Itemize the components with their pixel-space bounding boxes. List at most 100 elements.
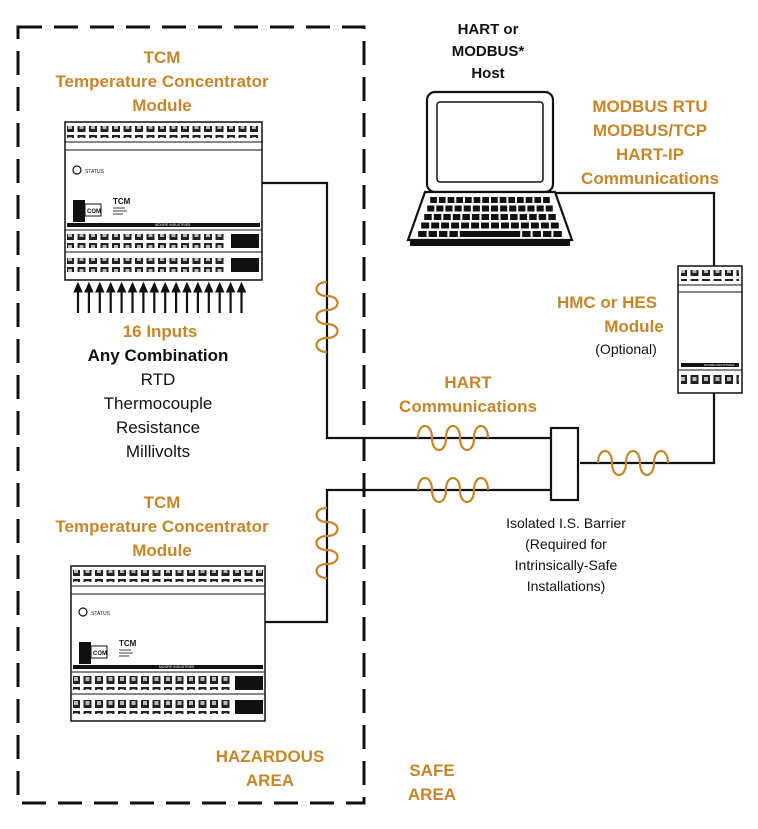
keyboard-key [500,214,508,220]
keyboard-key [447,197,455,203]
keyboard-key [461,222,470,229]
keyboard-key [456,197,463,203]
tcm-top-title-3: Module [132,96,192,115]
status-led-icon [78,607,88,617]
tcm-top-title-2: Temperature Concentrator [55,72,269,91]
keyboard-key [451,222,460,229]
keyboard-key [471,214,480,220]
protocol-label-1: MODBUS RTU [592,97,707,116]
hart-signal-waves [315,280,670,580]
keyboard-key [481,205,489,212]
hart-label-2: Communications [399,397,537,416]
status-label: STATUS [85,169,105,175]
keyboard-key [441,222,450,229]
keyboard-key [481,222,489,229]
hmc-module: MOORE INDUSTRIES [677,265,743,394]
brand-label: MOORE INDUSTRIES [704,363,734,367]
keyboard-key [431,222,440,229]
tcm-bottom-title-2: Temperature Concentrator [55,517,269,536]
hazardous-area-label-2: AREA [246,771,294,790]
tcm-bottom-title-1: TCM [144,493,181,512]
input-arrow-head [236,281,247,293]
protocol-label-3: HART-IP [616,145,684,164]
brand-label: MOORE INDUSTRIES [159,665,195,669]
tcm-bottom-title-3: Module [132,541,192,560]
keyboard-key [538,214,547,220]
keyboard-key [510,222,519,229]
keyboard-key [500,205,508,212]
input-arrow-head [127,281,138,293]
keyboard-key [452,214,461,220]
keyboard-spacebar [459,231,521,237]
input-arrow-head [214,281,225,293]
keyboard-key [553,231,562,237]
keyboard-key [439,231,448,237]
keyboard-key [525,197,533,203]
keyboard-key [548,214,556,220]
protocol-label-4: Communications [581,169,719,188]
hmc-label-2: Module [604,317,664,336]
input-arrow-head [149,281,160,293]
keyboard-key [430,197,437,203]
keyboard-key [491,197,498,203]
input-type-millivolts: Millivolts [126,442,190,461]
keyboard-key [501,222,509,229]
keyboard-key [509,205,517,212]
tcm-top-title-1: TCM [144,48,181,67]
hart-wave-vertical-bottom [315,506,339,580]
keyboard-key [534,197,542,203]
keyboard-key [540,222,549,229]
keyboard-key [499,197,507,203]
input-type-resistance: Resistance [116,418,200,437]
brand-label: MOORE INDUSTRIES [155,223,191,227]
host-label-3: Host [471,65,504,82]
inputs-subheading: Any Combination [88,346,229,365]
host-label-1: HART or [458,21,519,38]
status-label: STATUS [91,611,111,617]
input-arrow-head [204,281,214,293]
keyboard-key [433,214,442,220]
safe-area-label-1: SAFE [409,761,454,780]
device-label: TCM [113,197,131,206]
hart-wave-vertical-top [315,280,339,354]
input-arrow-head [116,281,127,293]
input-arrow-head [138,281,149,293]
input-arrow-head [171,281,181,293]
keyboard-key [545,205,553,212]
keyboard-key [465,197,472,203]
hmc-label-1: HMC or HES [557,293,657,312]
keyboard-key [532,231,541,237]
input-arrow-head [95,281,105,293]
keyboard-key [508,197,516,203]
keyboard-key [418,231,427,237]
keyboard-key [421,222,430,229]
barrier-label-1: Isolated I.S. Barrier [506,515,626,531]
keyboard-key [491,214,499,220]
keyboard-key [424,214,432,220]
input-arrow-head [160,281,170,293]
input-arrows [73,281,247,313]
hart-wave-horizontal-lower [416,476,490,504]
hart-wave-horizontal-right [596,449,670,477]
input-arrow-head [193,281,203,293]
host-label-2: MODBUS* [452,43,525,60]
keyboard-key [543,197,550,203]
hazardous-area-label-1: HAZARDOUS [216,747,325,766]
barrier-label-4: Installations) [527,578,606,594]
keyboard-key [454,205,462,212]
keyboard-key [427,205,435,212]
keyboard-key [443,214,451,220]
keyboard-key [522,231,531,237]
keyboard-key [449,231,458,237]
keyboard-key [491,222,499,229]
keyboard-key [438,197,446,203]
input-type-rtd: RTD [141,370,176,389]
barrier-label-2: (Required for [525,536,607,552]
keyboard-key [550,222,559,229]
protocol-label-2: MODBUS/TCP [593,121,707,140]
keyboard-key [543,231,552,237]
keyboard-key [436,205,444,212]
keyboard-key [471,222,480,229]
input-arrow-head [73,281,83,293]
